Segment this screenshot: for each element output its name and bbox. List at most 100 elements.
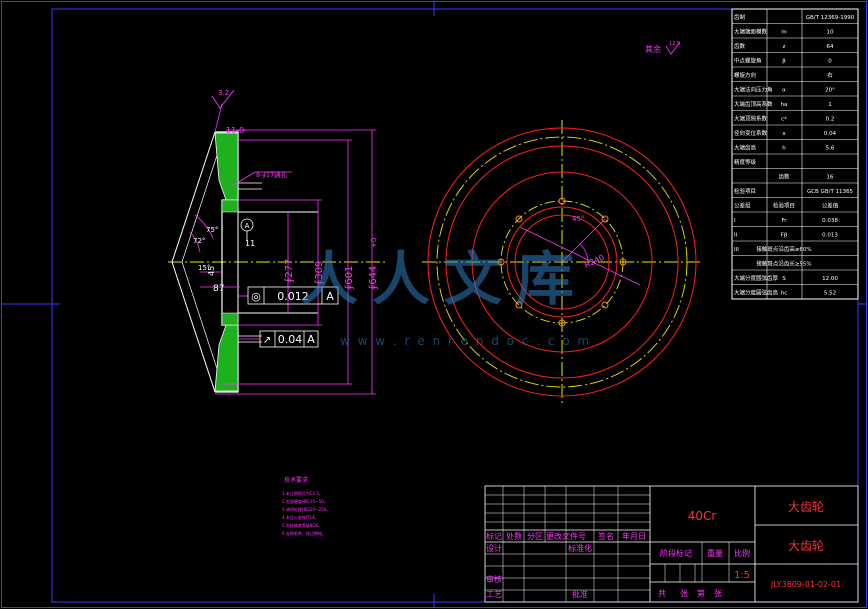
- tech-requirements: 技术要求 1.未注倒角均为C1.5。 2.齿面硬度HRC45~50。 3.调质处…: [282, 476, 330, 536]
- watermark-url: w w w . r e n r e n d o c . c o m: [340, 334, 591, 348]
- hub-circle: [506, 206, 618, 318]
- param-label: 大端分度圆弦齿高: [734, 289, 779, 297]
- dim-601: ∮601: [344, 266, 355, 290]
- angle-45-label: 45°: [572, 215, 584, 223]
- watermark-text: 人人文库: [300, 245, 589, 313]
- datum-a-label: A: [245, 222, 250, 230]
- tb-bottom-0: 共: [658, 589, 666, 598]
- tol2-symbol: ↗: [263, 335, 271, 346]
- param-value: 5.52: [824, 291, 836, 297]
- dim-75: 75°: [206, 226, 218, 234]
- angle-arc-75: [194, 214, 214, 239]
- param-symbol: β: [782, 59, 786, 65]
- bolt-hole-8: [601, 301, 609, 309]
- param-label: II: [734, 233, 738, 239]
- tech-line-3: 3.调质处理HB220~250。: [282, 506, 330, 512]
- bolt-hole-2: [601, 215, 609, 223]
- tech-line-1: 1.未注倒角均为C1.5。: [282, 490, 323, 496]
- section-view: 3.2 ◎ 0.012 A ↗ 0.04 A 11-0 8-∮17通孔 A 11…: [168, 89, 385, 395]
- tb-hdr-1: 处数: [506, 531, 522, 541]
- param-label: 螺旋方向: [734, 71, 756, 79]
- dim-8-holes: 8-∮17通孔: [256, 170, 288, 179]
- param-label: 精度等级: [734, 158, 757, 166]
- dim-11-0: 11-0: [226, 126, 244, 135]
- param-label: III: [734, 247, 739, 253]
- param-value: 0.038: [822, 218, 838, 224]
- param-value: 20°: [825, 88, 835, 94]
- surface-note-symbol: [665, 41, 681, 55]
- bore-circle: [514, 214, 610, 310]
- dim-11: 11: [245, 239, 255, 248]
- param-value: 公差值: [822, 202, 839, 210]
- param-symbol: h: [782, 146, 786, 152]
- tb-scale: 1:5: [734, 570, 750, 581]
- surface-note: 其余: [645, 44, 661, 54]
- tb-hdr-3: 更改文件号: [546, 531, 586, 541]
- dim-644-tol: +0: [370, 238, 378, 248]
- tb-hdr-5: 年月日: [622, 531, 646, 541]
- param-value: 5.6: [826, 146, 835, 152]
- tb-hdr-2: 分区: [527, 532, 543, 541]
- param-symbol: x: [782, 131, 786, 137]
- tooth-hatch-bottom: [214, 324, 239, 392]
- bolt-hole-3: [558, 197, 566, 205]
- tb-scale-label: 比例: [734, 548, 750, 558]
- param-symbol: 接触斑点沿齿高≥60%: [756, 245, 811, 253]
- cone-line-bottom: [171, 261, 216, 393]
- param-symbol: Fβ: [781, 233, 788, 239]
- param-value: 0.2: [826, 117, 835, 123]
- tb-hdr-0: 标记: [486, 531, 502, 541]
- param-value: 0.04: [824, 131, 837, 137]
- param-value: 1: [828, 102, 832, 108]
- param-label: 大端齿顶高系数: [734, 100, 773, 108]
- param-label: 大端齿高: [734, 144, 757, 152]
- web-circle: [471, 171, 653, 353]
- dim-277: ∮277: [284, 259, 295, 283]
- param-label: I: [734, 218, 736, 224]
- watermark-url-text: w w w . r e n r e n d o c . c o m: [340, 334, 592, 348]
- watermark-logo: 人人文库: [300, 232, 588, 316]
- tech-line-5: 5.齿轮精度等级8GK。: [282, 522, 322, 528]
- cone-line-top: [171, 131, 216, 263]
- tb-design: 设计: [486, 543, 502, 553]
- tb-approve: 批准: [572, 589, 588, 599]
- param-symbol: ha: [781, 102, 788, 108]
- param-symbol: 齿数: [778, 173, 790, 181]
- param-symbol: S: [782, 276, 786, 282]
- tooth-hatch-top: [214, 132, 239, 201]
- dim-15: 15°: [198, 264, 210, 272]
- tol1-symbol: ◎: [251, 290, 261, 303]
- roughness-symbol: [211, 89, 235, 109]
- root-circle: [445, 145, 679, 379]
- param-label: 齿制: [734, 13, 746, 21]
- param-symbol: m: [781, 30, 786, 36]
- dim-45: 45: [207, 266, 216, 276]
- param-symbol: α: [782, 88, 786, 94]
- tol2-datum: A: [307, 333, 315, 346]
- tb-process: 工艺: [486, 590, 502, 599]
- cone-line-mid2: [181, 261, 223, 385]
- bolt-hole-1: [619, 258, 627, 266]
- tb-standard: 标准化: [568, 543, 592, 553]
- param-label: 中点螺旋角: [734, 57, 762, 65]
- radius-leader: [519, 226, 641, 286]
- dim-644: ∮644: [368, 266, 379, 290]
- param-value: 右: [827, 71, 833, 79]
- tb-hdr-4: 签名: [598, 531, 614, 541]
- tb-drawing-no: JLY3809-01-02-01: [770, 580, 841, 589]
- param-symbol: c*: [781, 117, 787, 123]
- tb-bottom-1: 张: [680, 589, 688, 598]
- surface-note-value: 12.5: [669, 41, 680, 47]
- tol2-value: 0.04: [278, 333, 303, 346]
- param-value: GCB GB/T 11365: [807, 189, 854, 195]
- cone-line-mid1: [181, 139, 223, 263]
- outer-circle: [427, 127, 697, 397]
- param-symbol: 接触斑点沿齿长≥55%: [756, 260, 811, 268]
- pitch-circle: [436, 136, 688, 388]
- param-label: 检验项目: [734, 187, 756, 195]
- param-value: GB/T 12369-1990: [806, 15, 855, 21]
- inner-border: [51, 8, 859, 603]
- tol1-datum: A: [326, 290, 334, 303]
- dim-87: 87: [213, 284, 224, 294]
- roughness-value: 3.2: [218, 89, 229, 97]
